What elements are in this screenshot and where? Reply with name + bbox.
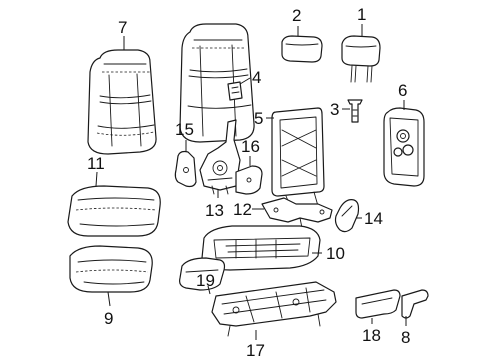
headrest-part xyxy=(341,35,381,83)
callout-10: 10 xyxy=(326,244,345,263)
side-cover-part xyxy=(235,165,263,195)
side-shield-part xyxy=(334,199,360,233)
callout-4: 4 xyxy=(252,68,261,87)
leader-lines xyxy=(95,24,407,340)
callout-6: 6 xyxy=(398,81,407,100)
handle-part xyxy=(401,289,429,319)
callout-15: 15 xyxy=(175,120,194,139)
front-trim-part xyxy=(179,257,226,291)
callout-12: 12 xyxy=(233,200,252,219)
callout-2: 2 xyxy=(292,6,301,25)
callout-14: 14 xyxy=(364,209,383,228)
control-panel-part xyxy=(383,107,425,187)
seat-cushion-pad-part xyxy=(69,245,153,293)
seat-back-cover-part xyxy=(87,49,157,155)
callout-11: 11 xyxy=(87,154,105,173)
callout-9: 9 xyxy=(104,309,113,328)
seat-back-frame-part xyxy=(271,107,325,213)
seat-cushion-cover-part xyxy=(67,185,161,237)
bracket-part xyxy=(261,197,333,229)
headrest-cover-part xyxy=(281,35,323,63)
seat-adjuster-part xyxy=(211,281,337,337)
callout-5: 5 xyxy=(254,109,263,128)
bezel-part xyxy=(174,150,197,188)
callout-7: 7 xyxy=(118,18,127,37)
callout-18: 18 xyxy=(362,326,381,345)
seat-back-assembly-part xyxy=(179,23,255,143)
callout-8: 8 xyxy=(401,328,410,347)
callout-16: 16 xyxy=(241,137,260,156)
callout-1: 1 xyxy=(357,5,366,24)
callout-19: 19 xyxy=(196,271,215,290)
headrest-guide-part xyxy=(347,99,363,123)
callout-17: 17 xyxy=(246,341,265,360)
track-cover-part xyxy=(355,289,401,319)
callout-13: 13 xyxy=(205,201,224,220)
recliner-part xyxy=(199,119,241,195)
callout-3: 3 xyxy=(330,100,339,119)
